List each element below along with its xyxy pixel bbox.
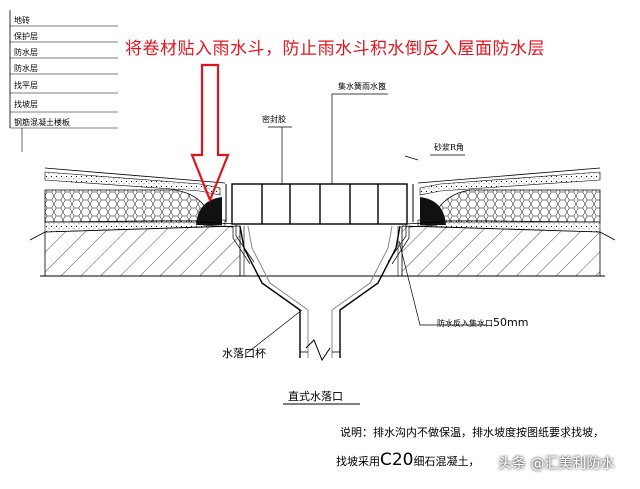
layer-label-slab: 钢筋混凝土楼板 xyxy=(14,118,70,127)
drain-body xyxy=(239,225,401,362)
drain-grate xyxy=(225,183,414,225)
label-outlet: 直式水落口 xyxy=(288,390,343,403)
insulation-layer-right xyxy=(417,167,601,223)
layer-label-slope: 找坡层 xyxy=(14,100,38,109)
layer-label-waterproof-1: 防水层 xyxy=(14,48,38,57)
red-arrow xyxy=(190,63,230,203)
note-line-1: 说明：排水沟内不做保温，排水坡度按图纸要求找坡， xyxy=(340,426,604,439)
label-grate: 集水簧雨水篦 xyxy=(338,82,386,91)
label-backflow-value: 50mm xyxy=(493,316,529,329)
diagram-heading: 将卷材贴入雨水斗，防止雨水斗积水倒反入屋面防水层 xyxy=(125,39,545,59)
leader-lines xyxy=(246,93,486,354)
label-backflow: 防水反入集水口50mm xyxy=(437,316,528,329)
mortar-fillet-left xyxy=(196,197,222,225)
note-line-2-suffix: 细石混凝土， xyxy=(413,455,480,468)
insulation-layer-left xyxy=(44,167,226,223)
watermark: 头条 @汇美利防水 xyxy=(498,456,615,472)
label-sealant: 密封胶 xyxy=(262,115,286,124)
label-mortar-radius: 砂浆R角 xyxy=(434,143,465,152)
layer-label-protection: 保护层 xyxy=(14,32,38,41)
layer-label-tile: 地砖 xyxy=(14,16,30,25)
note-line-2-prefix: 找坡采用 xyxy=(336,455,380,468)
note-line-2: 找坡采用C20细石混凝土， xyxy=(336,450,480,470)
layer-label-waterproof-2: 防水层 xyxy=(14,64,38,73)
label-drain-cup: 水落口杯 xyxy=(222,347,266,360)
label-backflow-text: 防水反入集水口 xyxy=(437,319,493,328)
note-line-2-grade: C20 xyxy=(380,450,414,470)
layer-label-leveling: 找平层 xyxy=(14,81,38,90)
concrete-slab xyxy=(29,225,616,277)
membrane-lines xyxy=(199,221,441,265)
layer-legend-box xyxy=(9,10,118,152)
mortar-fillet-right xyxy=(420,197,446,225)
